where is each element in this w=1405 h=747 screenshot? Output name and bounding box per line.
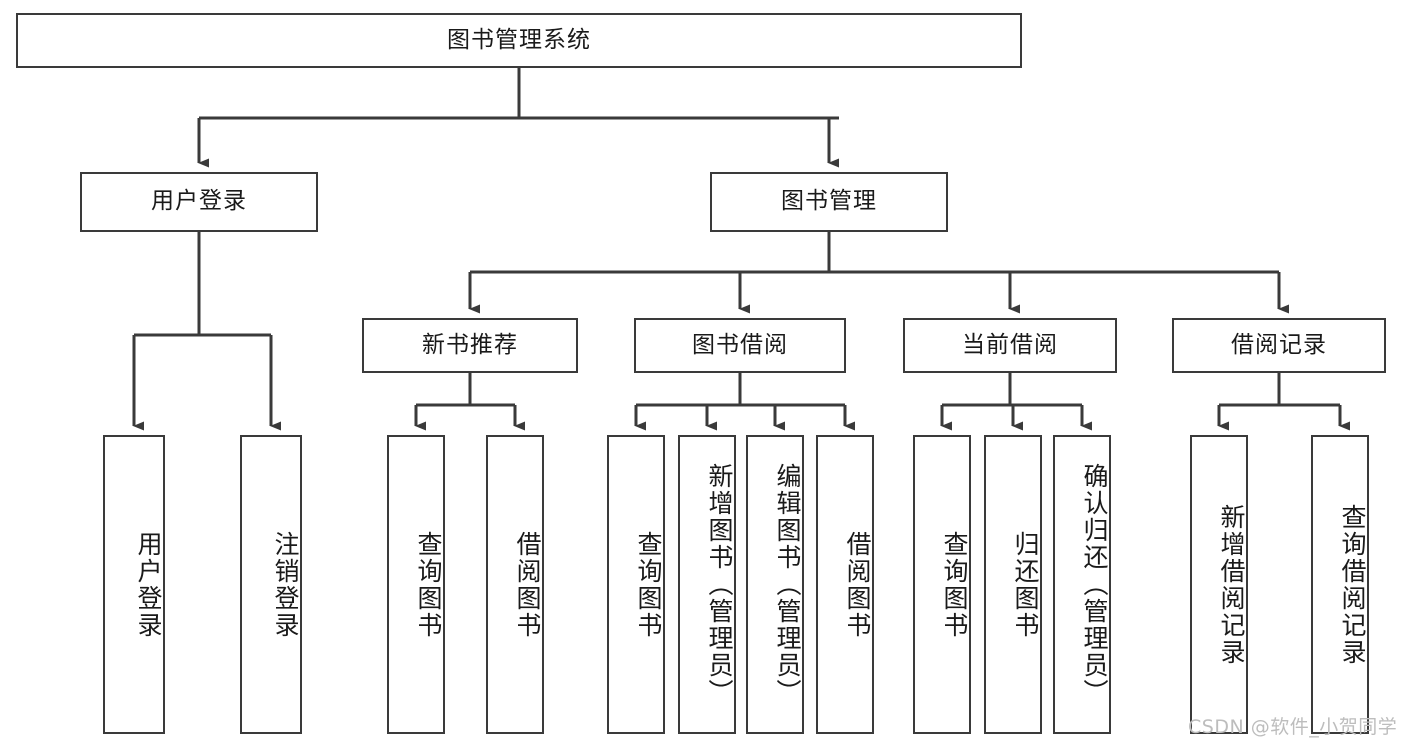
node-book-borrow-label: 图书借阅 — [692, 331, 788, 358]
leaf-user-logout[interactable]: 注销登录 — [240, 435, 302, 734]
node-new-book-recommend[interactable]: 新书推荐 — [362, 318, 578, 373]
leaf-borrow-book-borrow[interactable]: 借阅图书 — [816, 435, 874, 734]
leaf-confirm-return-admin-label: 确认归还（管理员） — [1080, 463, 1109, 706]
node-borrow-record[interactable]: 借阅记录 — [1172, 318, 1386, 373]
node-current-borrow-label: 当前借阅 — [962, 331, 1058, 358]
leaf-add-book-admin-label: 新增图书（管理员） — [705, 463, 734, 706]
csdn-watermark: CSDN @软件_小贺同学 — [1188, 716, 1398, 738]
node-current-borrow[interactable]: 当前借阅 — [903, 318, 1117, 373]
leaf-query-book-recommend[interactable]: 查询图书 — [387, 435, 445, 734]
node-root-label: 图书管理系统 — [447, 26, 591, 53]
node-root[interactable]: 图书管理系统 — [16, 13, 1022, 68]
leaf-query-book-borrow-label: 查询图书 — [634, 530, 663, 639]
node-borrow-record-label: 借阅记录 — [1231, 331, 1327, 358]
leaf-return-book[interactable]: 归还图书 — [984, 435, 1042, 734]
node-new-book-recommend-label: 新书推荐 — [422, 331, 518, 358]
leaf-borrow-book-recommend[interactable]: 借阅图书 — [486, 435, 544, 734]
node-book-manage[interactable]: 图书管理 — [710, 172, 948, 232]
leaf-query-book-current-label: 查询图书 — [940, 530, 969, 639]
node-book-manage-label: 图书管理 — [781, 188, 877, 215]
node-book-borrow[interactable]: 图书借阅 — [634, 318, 846, 373]
leaf-confirm-return-admin[interactable]: 确认归还（管理员） — [1053, 435, 1111, 734]
leaf-return-book-label: 归还图书 — [1011, 530, 1040, 639]
leaf-add-borrow-record[interactable]: 新增借阅记录 — [1190, 435, 1248, 734]
leaf-add-book-admin[interactable]: 新增图书（管理员） — [678, 435, 736, 734]
node-user-login[interactable]: 用户登录 — [80, 172, 318, 232]
leaf-add-borrow-record-label: 新增借阅记录 — [1217, 503, 1246, 666]
leaf-user-login-label: 用户登录 — [134, 530, 163, 639]
leaf-user-login[interactable]: 用户登录 — [103, 435, 165, 734]
leaf-query-book-borrow[interactable]: 查询图书 — [607, 435, 665, 734]
leaf-query-book-recommend-label: 查询图书 — [414, 530, 443, 639]
leaf-query-borrow-record-label: 查询借阅记录 — [1338, 503, 1367, 666]
leaf-borrow-book-borrow-label: 借阅图书 — [843, 530, 872, 639]
leaf-query-borrow-record[interactable]: 查询借阅记录 — [1311, 435, 1369, 734]
leaf-borrow-book-recommend-label: 借阅图书 — [513, 530, 542, 639]
leaf-user-logout-label: 注销登录 — [271, 530, 300, 639]
leaf-query-book-current[interactable]: 查询图书 — [913, 435, 971, 734]
node-user-login-label: 用户登录 — [151, 188, 247, 215]
leaf-edit-book-admin[interactable]: 编辑图书（管理员） — [746, 435, 804, 734]
leaf-edit-book-admin-label: 编辑图书（管理员） — [773, 463, 802, 706]
